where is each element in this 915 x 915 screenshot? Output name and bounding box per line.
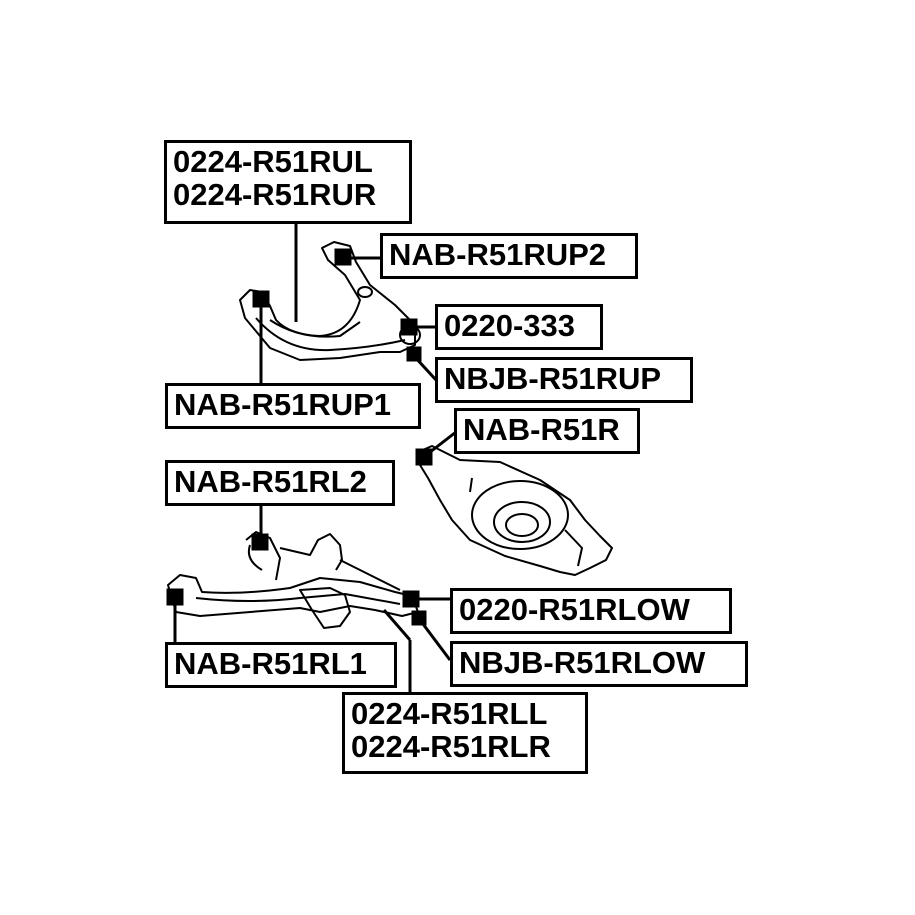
part-number: NAB-R51RUP2	[389, 237, 607, 272]
part-number: 0220-R51RLOW	[459, 592, 690, 627]
callout-upper-arm-assy: 0224-R51RUL 0224-R51RUR	[164, 140, 412, 224]
part-number: 0224-R51RUR	[173, 177, 377, 212]
lower-control-arm-drawing	[167, 531, 419, 629]
part-number: NAB-R51R	[463, 412, 620, 447]
callout-upper-ball-joint: NBJB-R51RUP	[435, 357, 693, 403]
part-number: 0224-R51RUL	[173, 144, 373, 179]
part-number: NBJB-R51RUP	[444, 361, 662, 396]
callout-trailing-arm-bush: NAB-R51R	[454, 408, 640, 454]
callout-upper-ball-joint-boot: 0220-333	[435, 304, 603, 350]
leader-lower-ball-joint-boot	[402, 590, 450, 608]
callout-lower-bush-1: NAB-R51RL1	[165, 642, 397, 688]
part-number: 0220-333	[444, 308, 576, 343]
part-number: NAB-R51RL2	[174, 464, 367, 499]
leader-upper-bush-1	[252, 290, 270, 384]
leader-lower-ball-joint	[411, 610, 452, 661]
callout-lower-arm-assy: 0224-R51RLL 0224-R51RLR	[342, 692, 588, 774]
callout-upper-bush-2: NAB-R51RUP2	[380, 233, 638, 279]
part-number: NAB-R51RUP1	[174, 387, 392, 422]
trailing-arm-drawing	[417, 445, 613, 576]
callout-lower-bush-2: NAB-R51RL2	[165, 460, 395, 506]
callout-lower-ball-joint-boot: 0220-R51RLOW	[450, 588, 732, 634]
leader-trailing-arm-bush	[415, 430, 457, 466]
leader-upper-ball-joint-boot	[400, 318, 436, 336]
leader-lower-bush-2	[251, 504, 269, 551]
leader-upper-bush-2	[334, 248, 380, 266]
callout-lower-ball-joint: NBJB-R51RLOW	[450, 641, 748, 687]
leader-upper-ball-joint	[406, 346, 438, 382]
part-number: 0224-R51RLR	[351, 729, 551, 764]
leader-lower-arm-assy	[382, 609, 412, 692]
callout-upper-bush-1: NAB-R51RUP1	[165, 383, 421, 429]
part-number: NBJB-R51RLOW	[459, 645, 706, 680]
leader-lower-bush-1	[166, 588, 184, 648]
part-number: NAB-R51RL1	[174, 646, 367, 681]
part-number: 0224-R51RLL	[351, 696, 548, 731]
